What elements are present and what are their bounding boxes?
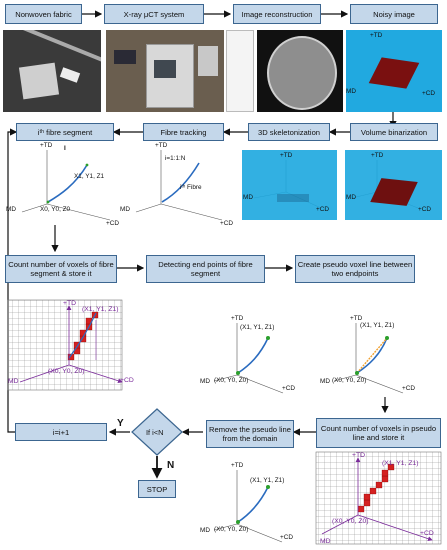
detect-td: +TD <box>231 315 244 322</box>
fibre-curve <box>47 164 88 203</box>
cursor-mark: I <box>64 145 66 152</box>
skeleton-volume <box>242 150 337 220</box>
pseudo-end: (X1, Y1, Z1) <box>360 322 395 329</box>
remove-cd: +CD <box>280 534 293 541</box>
tracking-fibre: iᵗʰ Fibre <box>180 184 202 191</box>
branch-yes: Y <box>117 418 124 429</box>
segment-cd: +CD <box>106 220 119 227</box>
step-pseudo-line: Create pseudo voxel line between two end… <box>295 255 415 283</box>
segment-md: MD <box>6 206 16 213</box>
decision-diamond <box>131 408 183 456</box>
grid-left-start: (X0, Y0, Z0) <box>48 368 85 375</box>
decision-label: If i<N <box>146 428 164 437</box>
segment-plot <box>21 150 111 221</box>
step-nonwoven: Nonwoven fabric <box>5 4 82 24</box>
remove-start: (X0, Y0, Z0) <box>214 526 249 533</box>
noisy-td: +TD <box>370 32 383 39</box>
pseudo-td: +TD <box>350 315 363 322</box>
noisy-volume <box>346 30 442 112</box>
pseudo-start: (X0, Y0, Z0) <box>332 377 367 384</box>
step-detect-endpoints: Detecting end points of fibre segment <box>146 255 265 283</box>
segment-end: X1, Y1, Z1 <box>74 173 105 180</box>
noisy-md: MD <box>346 88 356 95</box>
step-stop: STOP <box>138 480 176 498</box>
skeleton-td: +TD <box>280 152 293 159</box>
grid-right-td: +TD <box>352 452 366 459</box>
noisy-cd: +CD <box>422 90 435 97</box>
step-recon: Image reconstruction <box>233 4 321 24</box>
step-increment: i=i+1 <box>15 423 107 441</box>
step-count-voxels: Count number of voxels of fibre segment … <box>5 255 117 283</box>
pseudo-md: MD <box>320 378 330 385</box>
grid-right-md: MD <box>320 538 331 545</box>
detect-md: MD <box>200 378 210 385</box>
tracking-cd: +CD <box>220 220 233 227</box>
grid-right-cd: +CD <box>420 530 434 537</box>
detect-cd: +CD <box>282 385 295 392</box>
grid-left-cd: +CD <box>120 377 134 384</box>
tracking-loop: i=1:1:N <box>165 155 186 162</box>
tracking-td: +TD <box>155 142 168 149</box>
binarization-td: +TD <box>371 152 384 159</box>
binarization-md: MD <box>346 194 356 201</box>
grid-right-start: (X0, Y0, Z0) <box>332 518 369 525</box>
xray-photo <box>106 30 224 112</box>
grid-left-md: MD <box>8 378 19 385</box>
detect-start: (X0, Y0, Z0) <box>214 377 249 384</box>
recon-screen <box>226 30 254 112</box>
skeleton-cd: +CD <box>316 206 329 213</box>
remove-plot <box>213 470 283 543</box>
binarization-cd: +CD <box>418 206 431 213</box>
recon-slice <box>257 30 343 112</box>
remove-md: MD <box>200 527 210 534</box>
tracked-fibre <box>161 162 200 203</box>
tracking-md: MD <box>120 206 130 213</box>
branch-no: N <box>167 460 175 471</box>
step-binarization: Volume binarization <box>350 123 438 141</box>
pseudo-plot <box>333 323 404 394</box>
segment-td: +TD <box>40 142 53 149</box>
grid-left-td: +TD <box>63 300 77 307</box>
fabric-photo <box>3 30 101 112</box>
detect-end: (X1, Y1, Z1) <box>240 324 275 331</box>
voxel-grid-right <box>315 451 442 545</box>
step-fibre-segment: iᵗʰ fibre segment <box>16 123 114 141</box>
remove-end: (X1, Y1, Z1) <box>250 477 285 484</box>
step-noisy: Noisy image <box>350 4 438 24</box>
grid-left-end: (X1, Y1, Z1) <box>82 306 119 313</box>
step-tracking: Fibre tracking <box>143 123 224 141</box>
voxel-grid-left <box>7 299 123 391</box>
segment-start: X0, Y0, Z0 <box>40 206 71 213</box>
step-count-pseudo: Count number of voxels in pseudo line an… <box>316 418 441 448</box>
step-xray: X-ray μCT system <box>104 4 204 24</box>
binarized-volume <box>345 150 442 220</box>
grid-right-end: (X1, Y1, Z1) <box>382 460 419 467</box>
tracking-plot <box>135 150 223 221</box>
pseudo-cd: +CD <box>402 385 415 392</box>
skeleton-md: MD <box>243 194 253 201</box>
step-skeleton: 3D skeletonization <box>248 123 330 141</box>
remove-td: +TD <box>231 462 244 469</box>
step-remove-pseudo: Remove the pseudo line from the domain <box>206 420 294 448</box>
detect-plot <box>213 323 284 394</box>
